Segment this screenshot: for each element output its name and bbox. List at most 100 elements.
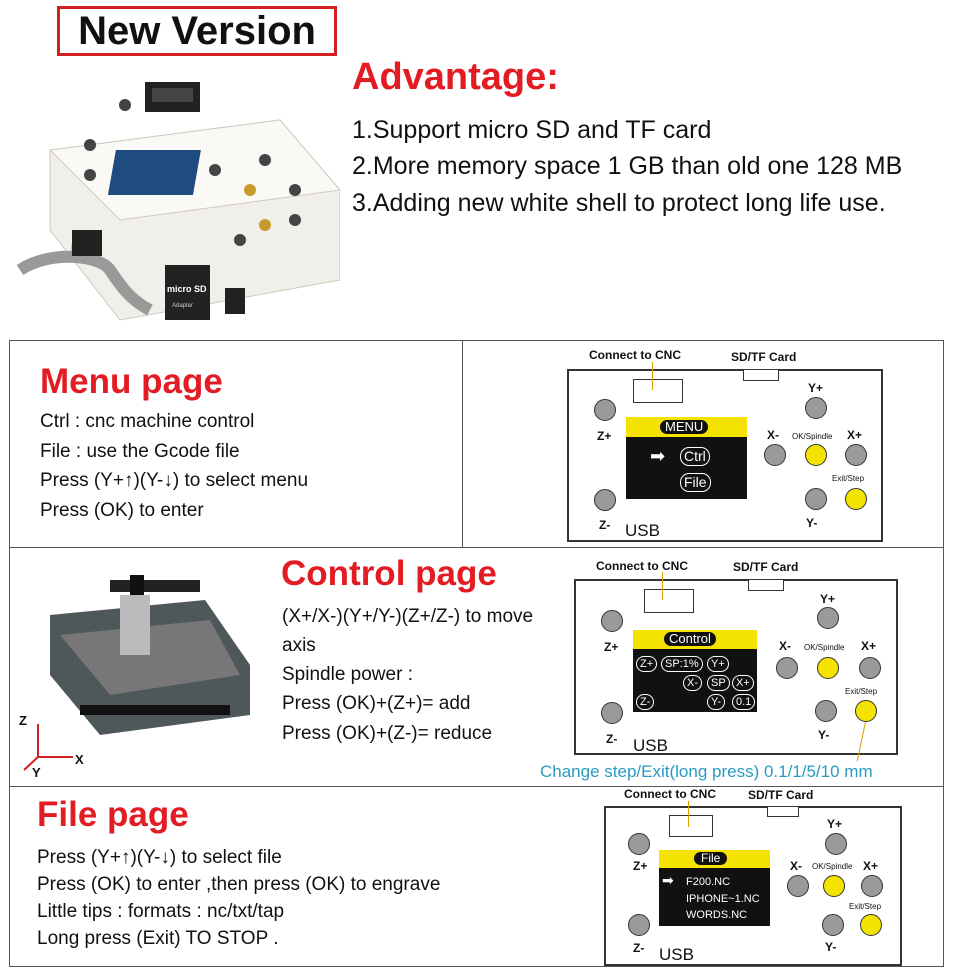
z-plus-button[interactable] bbox=[594, 399, 616, 421]
z-plus-label: Z+ bbox=[633, 859, 648, 873]
y-minus-button[interactable] bbox=[815, 700, 837, 722]
file-line: Long press (Exit) TO STOP . bbox=[37, 928, 279, 949]
x-minus-label: X- bbox=[779, 639, 791, 653]
y-minus-label: Y- bbox=[818, 728, 830, 742]
file-page-title: File page bbox=[37, 795, 189, 834]
y-minus-button[interactable] bbox=[805, 488, 827, 510]
exit-step-label: Exit/Step bbox=[849, 902, 882, 911]
lcd-value: Y- bbox=[707, 694, 725, 710]
cnc-connector bbox=[644, 589, 694, 613]
ok-spindle-button[interactable] bbox=[805, 444, 827, 466]
exit-step-label: Exit/Step bbox=[845, 687, 878, 696]
pointer-line bbox=[652, 362, 653, 390]
z-minus-label: Z- bbox=[606, 732, 618, 746]
y-plus-button[interactable] bbox=[805, 397, 827, 419]
usb-label: USB bbox=[625, 521, 660, 540]
z-minus-label: Z- bbox=[599, 518, 611, 532]
exit-step-button[interactable] bbox=[855, 700, 877, 722]
y-minus-button[interactable] bbox=[822, 914, 844, 936]
product-photo bbox=[10, 70, 341, 330]
y-plus-label: Y+ bbox=[820, 592, 836, 606]
x-plus-label: X+ bbox=[861, 639, 877, 653]
z-minus-button[interactable] bbox=[601, 702, 623, 724]
ok-spindle-label: OK/Spindle bbox=[804, 643, 845, 652]
x-plus-button[interactable] bbox=[845, 444, 867, 466]
sd-label: SD/TF Card bbox=[733, 560, 799, 574]
lcd-value: SP:1% bbox=[661, 656, 703, 672]
ok-spindle-label: OK/Spindle bbox=[812, 862, 853, 871]
control-page-title: Control page bbox=[281, 554, 497, 593]
cnc-connector bbox=[669, 815, 713, 837]
controller-device-illustration bbox=[16, 82, 341, 321]
arrow-right-icon: ➡ bbox=[662, 872, 674, 888]
divider bbox=[462, 340, 463, 547]
x-minus-label: X- bbox=[790, 859, 802, 873]
pointer-line bbox=[688, 801, 689, 827]
lcd-value: X+ bbox=[732, 675, 754, 691]
exit-step-label: Exit/Step bbox=[832, 474, 865, 483]
file-item[interactable]: IPHONE~1.NC bbox=[686, 893, 760, 905]
file-item[interactable]: F200.NC bbox=[686, 876, 731, 888]
x-plus-label: X+ bbox=[847, 428, 863, 442]
cnc-machine-illustration bbox=[50, 575, 250, 735]
x-plus-label: X+ bbox=[863, 859, 879, 873]
y-plus-button[interactable] bbox=[825, 833, 847, 855]
advantage-item-1: 1.Support micro SD and TF card bbox=[352, 116, 712, 144]
file-line: Little tips : formats : nc/txt/tap bbox=[37, 901, 285, 922]
advantage-item-2: 2.More memory space 1 GB than old one 12… bbox=[352, 152, 903, 180]
y-plus-label: Y+ bbox=[808, 381, 824, 395]
menu-line: Press (Y+↑)(Y-↓) to select menu bbox=[40, 470, 309, 491]
connect-label: Connect to CNC bbox=[596, 559, 688, 573]
connect-label: Connect to CNC bbox=[624, 787, 716, 801]
z-minus-button[interactable] bbox=[628, 914, 650, 936]
axis-y-label: Y bbox=[32, 765, 41, 780]
z-minus-label: Z- bbox=[633, 941, 645, 955]
y-plus-button[interactable] bbox=[817, 607, 839, 629]
x-minus-button[interactable] bbox=[776, 657, 798, 679]
x-minus-label: X- bbox=[767, 428, 779, 442]
z-minus-button[interactable] bbox=[594, 489, 616, 511]
pointer-line bbox=[662, 572, 663, 600]
y-plus-label: Y+ bbox=[827, 817, 843, 831]
advantage-item-3: 3.Adding new white shell to protect long… bbox=[352, 189, 886, 217]
control-line: Press (OK)+(Z+)= add bbox=[282, 693, 471, 714]
cnc-connector bbox=[633, 379, 683, 403]
new-version-badge: New Version bbox=[57, 6, 337, 56]
x-plus-button[interactable] bbox=[859, 657, 881, 679]
menu-item[interactable]: File bbox=[680, 473, 711, 492]
menu-item[interactable]: Ctrl bbox=[680, 447, 710, 466]
cnc-machine-photo bbox=[20, 565, 265, 765]
ok-spindle-label: OK/Spindle bbox=[792, 432, 833, 441]
file-item[interactable]: WORDS.NC bbox=[686, 909, 748, 921]
exit-step-button[interactable] bbox=[860, 914, 882, 936]
ok-spindle-button[interactable] bbox=[817, 657, 839, 679]
control-line: Press (OK)+(Z-)= reduce bbox=[282, 723, 493, 744]
axis-x-label: X bbox=[75, 752, 84, 767]
usb-label: USB bbox=[633, 736, 668, 755]
z-plus-button[interactable] bbox=[601, 610, 623, 632]
axes-arrows bbox=[23, 724, 73, 771]
lcd-value: X- bbox=[683, 675, 702, 691]
sd-label: SD/TF Card bbox=[731, 350, 797, 364]
divider bbox=[9, 547, 944, 548]
menu-line: Press (OK) to enter bbox=[40, 500, 204, 521]
lcd-value: 0.1 bbox=[732, 694, 756, 710]
z-plus-button[interactable] bbox=[628, 833, 650, 855]
sd-slot bbox=[767, 806, 799, 817]
control-line: Spindle power : bbox=[282, 664, 413, 685]
ok-spindle-button[interactable] bbox=[823, 875, 845, 897]
x-minus-button[interactable] bbox=[787, 875, 809, 897]
menu-page-title: Menu page bbox=[40, 362, 223, 401]
exit-step-button[interactable] bbox=[845, 488, 867, 510]
x-plus-button[interactable] bbox=[861, 875, 883, 897]
control-line: axis bbox=[282, 635, 316, 656]
z-plus-label: Z+ bbox=[597, 429, 612, 443]
sd-label: SD/TF Card bbox=[748, 788, 814, 802]
adapter-label: Adapter bbox=[172, 303, 194, 309]
sd-card-logo: micro SD bbox=[167, 284, 207, 294]
lcd-title: MENU bbox=[660, 420, 709, 434]
x-minus-button[interactable] bbox=[764, 444, 786, 466]
lcd-value: Z+ bbox=[636, 656, 658, 672]
file-line: Press (Y+↑)(Y-↓) to select file bbox=[37, 847, 282, 868]
instructions-frame bbox=[9, 340, 944, 967]
